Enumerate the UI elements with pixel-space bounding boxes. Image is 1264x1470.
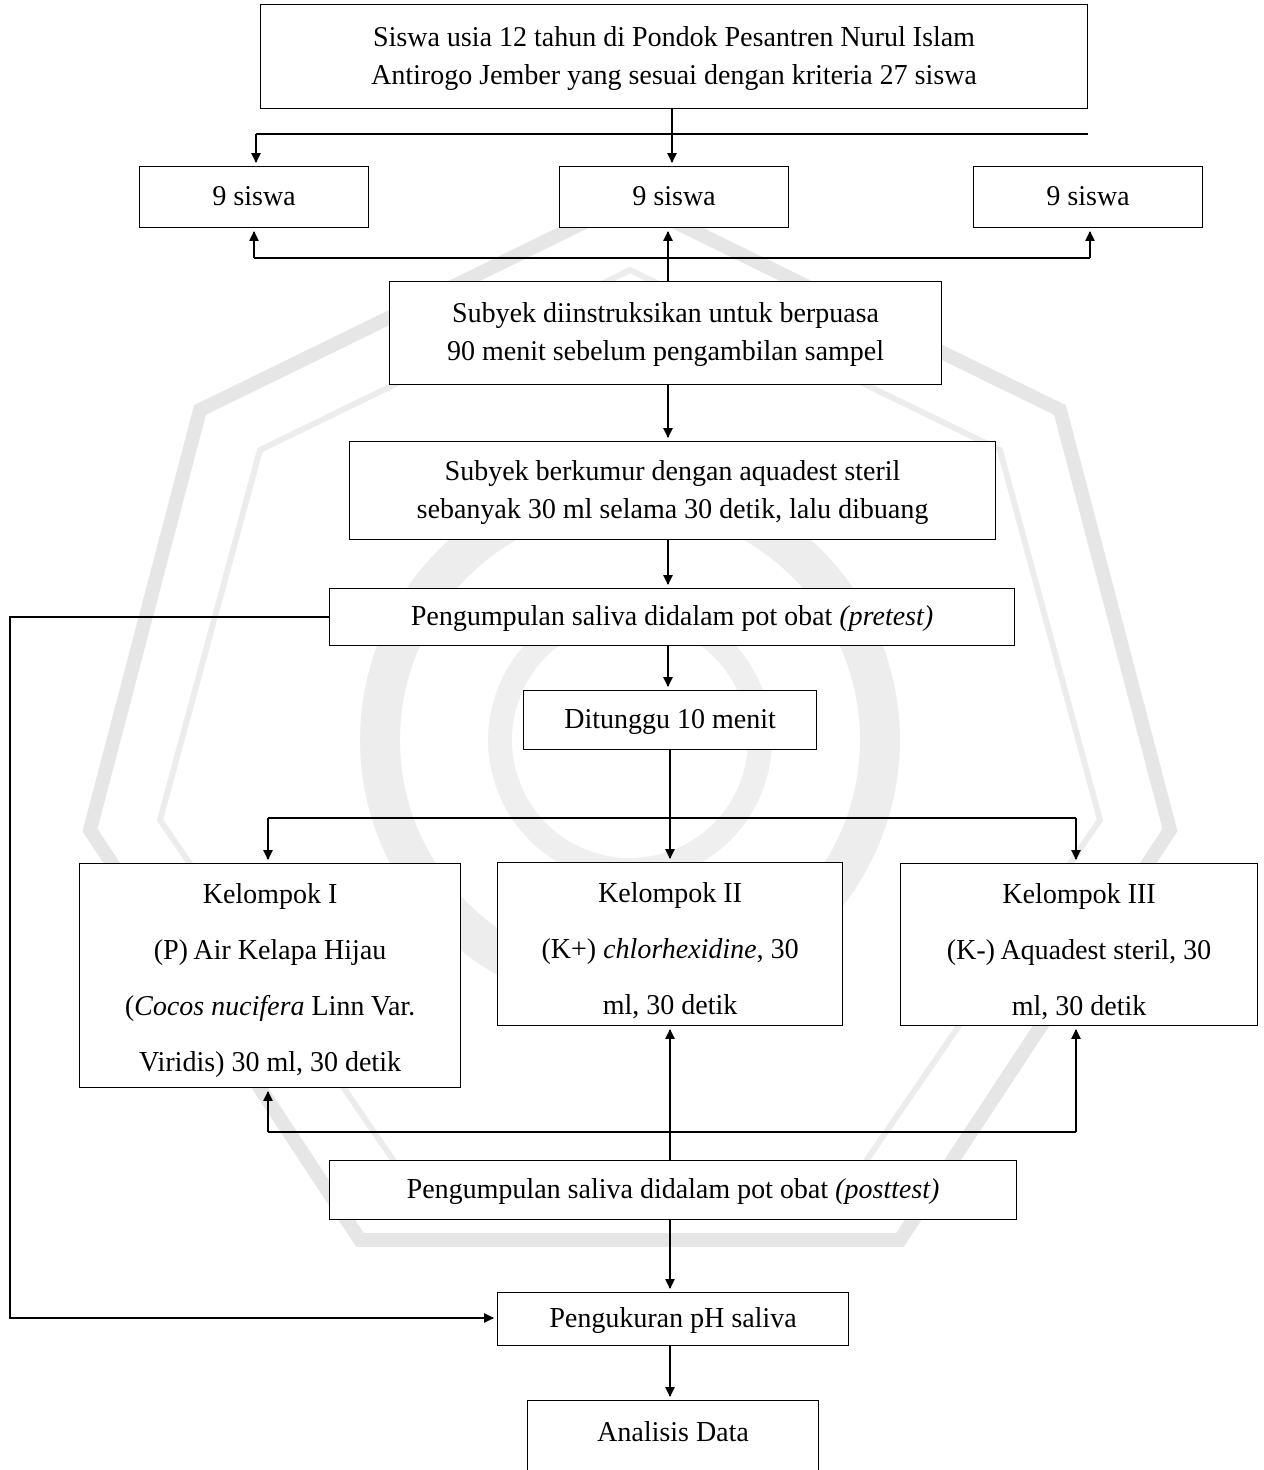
group-2-agent: chlorhexidine [603, 934, 757, 965]
fasting-line-1: Subyek diinstruksikan untuk berpuasa [452, 298, 879, 330]
group-2-line-2-rest: , 30 [756, 934, 799, 965]
pretest-label: Pengumpulan saliva didalam pot obat (pre… [411, 598, 933, 636]
posttest-label: Pengumpulan saliva didalam pot obat (pos… [407, 1171, 940, 1209]
group-2-line-3: ml, 30 detik [602, 990, 738, 1021]
group-1-species: Cocos nucifera [134, 991, 305, 1022]
group-1-title: Kelompok I [202, 879, 338, 910]
sample-group-1-label: 9 siswa [212, 181, 296, 213]
sample-group-2-label: 9 siswa [632, 181, 716, 213]
group-1-line-3-rest: Linn Var. [304, 991, 416, 1022]
group-3-title: Kelompok III [1002, 879, 1156, 910]
sample-group-3-box: 9 siswa [973, 166, 1203, 228]
group-1-line-4: Viridis) 30 ml, 30 detik [139, 1047, 401, 1078]
group-2-title: Kelompok II [598, 878, 742, 909]
wait-step-box: Ditunggu 10 menit [523, 690, 817, 750]
group-1-line-2: (P) Air Kelapa Hijau [153, 935, 387, 966]
population-line-2: Antirogo Jember yang sesuai dengan krite… [371, 59, 977, 91]
pretest-collection-box: Pengumpulan saliva didalam pot obat (pre… [329, 588, 1015, 646]
population-line-1: Siswa usia 12 tahun di Pondok Pesantren … [373, 21, 975, 53]
group-2-box: Kelompok II (K+) chlorhexidine, 30 ml, 3… [497, 862, 843, 1026]
posttest-collection-box: Pengumpulan saliva didalam pot obat (pos… [329, 1160, 1017, 1220]
group-3-box: Kelompok III (K-) Aquadest steril, 30 ml… [900, 863, 1258, 1026]
pretest-italic: (pretest) [839, 601, 934, 633]
posttest-text: Pengumpulan saliva didalam pot obat [406, 1174, 836, 1206]
group-3-line-2: (K-) Aquadest steril, 30 [946, 935, 1212, 966]
sample-group-2-box: 9 siswa [559, 166, 789, 228]
population-box: Siswa usia 12 tahun di Pondok Pesantren … [260, 4, 1088, 109]
posttest-italic: (posttest) [835, 1174, 940, 1206]
group-1-box: Kelompok I (P) Air Kelapa Hijau (Cocos n… [79, 863, 461, 1088]
data-analysis-box: Analisis Data [527, 1400, 819, 1470]
group-3-line-3: ml, 30 detik [1011, 991, 1147, 1022]
sample-group-1-box: 9 siswa [139, 166, 369, 228]
group-2-line-2-pre: (K+) [541, 934, 604, 965]
wait-label: Ditunggu 10 menit [564, 704, 776, 736]
ph-measurement-box: Pengukuran pH saliva [497, 1292, 849, 1346]
pretest-text: Pengumpulan saliva didalam pot obat [410, 601, 840, 633]
group-2-line-2: (K+) chlorhexidine, 30 [541, 922, 798, 978]
sample-group-3-label: 9 siswa [1046, 181, 1130, 213]
rinse-line-1: Subyek berkumur dengan aquadest steril [444, 455, 901, 487]
rinse-step-box: Subyek berkumur dengan aquadest steril s… [349, 441, 996, 540]
data-analysis-label: Analisis Data [597, 1416, 749, 1448]
rinse-line-2: sebanyak 30 ml selama 30 detik, lalu dib… [416, 493, 929, 525]
ph-measurement-label: Pengukuran pH saliva [549, 1303, 797, 1335]
fasting-line-2: 90 menit sebelum pengambilan sampel [446, 336, 884, 367]
group-1-line-3-open: ( [124, 991, 135, 1022]
fasting-instruction-box: Subyek diinstruksikan untuk berpuasa 90 … [389, 281, 942, 385]
group-1-line-3: (Cocos nucifera Linn Var. [125, 979, 415, 1035]
